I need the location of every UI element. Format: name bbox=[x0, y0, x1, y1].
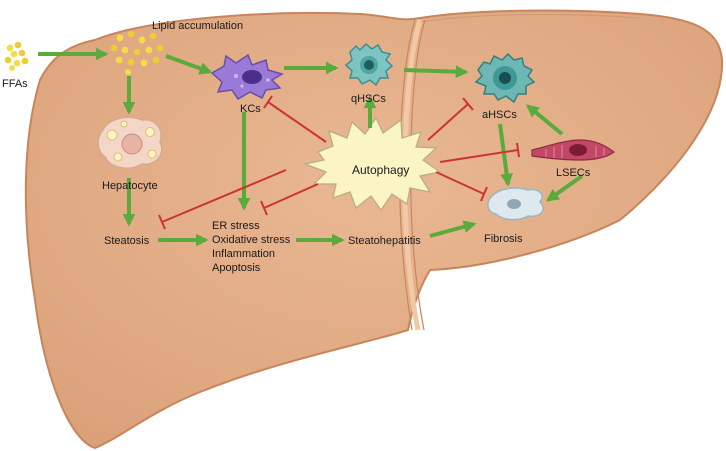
label-qhscs: qHSCs bbox=[351, 93, 386, 105]
activation-arrows bbox=[38, 47, 584, 247]
kupffer-cell-icon bbox=[210, 53, 284, 101]
label-steatosis: Steatosis bbox=[104, 235, 150, 247]
label-lipid-accumulation: Lipid accumulation bbox=[152, 20, 243, 32]
label-autophagy: Autophagy bbox=[352, 163, 409, 177]
inhibition-lines bbox=[158, 95, 520, 230]
label-ahscs: aHSCs bbox=[482, 109, 517, 121]
qhsc-cell-icon bbox=[344, 42, 394, 87]
label-fibrosis: Fibrosis bbox=[484, 233, 523, 245]
lsec-cell-icon bbox=[531, 139, 616, 161]
label-stress-4: Apoptosis bbox=[212, 262, 261, 274]
lipid-droplets-icon bbox=[110, 30, 164, 75]
ffa-molecules-icon bbox=[4, 41, 29, 71]
label-steatohepatitis: Steatohepatitis bbox=[348, 235, 421, 247]
label-lsecs: LSECs bbox=[556, 167, 591, 179]
label-kcs: KCs bbox=[240, 103, 261, 115]
fibrosis-cell-icon bbox=[487, 187, 544, 221]
autophagy-burst bbox=[302, 116, 442, 212]
arrow-lsecs-to-ahscs bbox=[526, 104, 564, 136]
arrow-qhscs-to-ahscs bbox=[403, 65, 469, 79]
ahsc-cell-icon bbox=[474, 52, 536, 104]
label-stress-1: ER stress bbox=[212, 220, 260, 232]
arrow-lsecs-to-fibrosis bbox=[545, 174, 584, 202]
label-stress-3: Inflammation bbox=[212, 248, 275, 260]
label-hepatocyte: Hepatocyte bbox=[102, 180, 158, 192]
hepatocyte-icon bbox=[97, 116, 163, 170]
arrow-ahscs-to-fibrosis bbox=[498, 123, 513, 187]
arrow-steatohepatitis-to-fibrosis bbox=[429, 220, 477, 238]
arrow-lipid-to-kcs bbox=[165, 54, 213, 75]
label-stress-2: Oxidative stress bbox=[212, 234, 291, 246]
label-ffas: FFAs bbox=[2, 78, 28, 90]
